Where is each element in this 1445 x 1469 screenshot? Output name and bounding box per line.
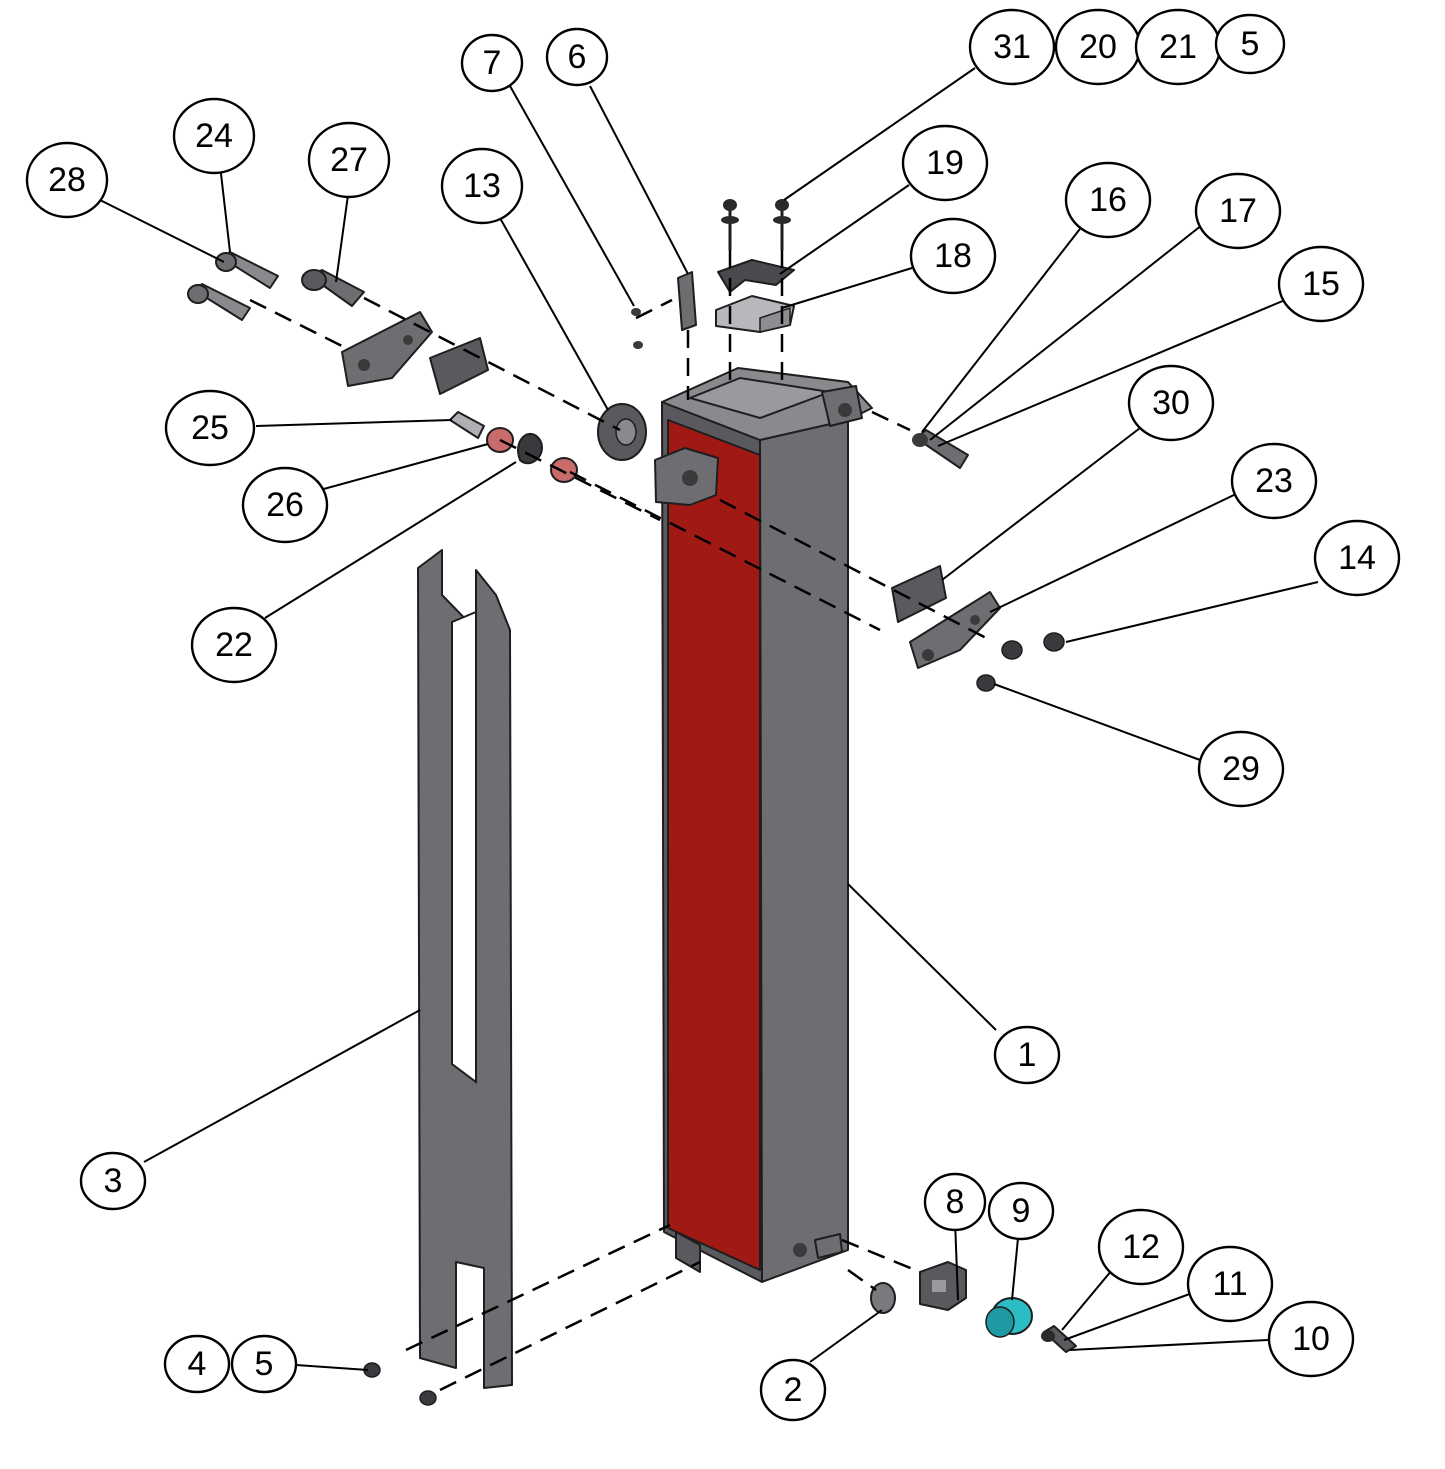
svg-text:4: 4: [188, 1345, 207, 1383]
svg-text:19: 19: [926, 144, 964, 182]
callout-9: 9: [987, 1181, 1055, 1241]
slotted-side-bar: [417, 549, 513, 1389]
svg-text:26: 26: [266, 486, 304, 524]
bolt-28: [187, 283, 251, 321]
svg-text:13: 13: [463, 167, 501, 205]
svg-text:17: 17: [1219, 192, 1257, 230]
svg-text:5: 5: [1241, 25, 1260, 63]
callout-7: 7: [460, 33, 524, 93]
svg-text:20: 20: [1079, 28, 1117, 66]
right-pad-plate-30: [891, 565, 947, 623]
svg-text:10: 10: [1292, 1320, 1330, 1358]
callout-27: 27: [307, 121, 391, 199]
main-column: [654, 367, 873, 1283]
callout-11: 11: [1186, 1245, 1274, 1323]
right-bracket-plate-23: [909, 591, 1001, 669]
callout-2: 2: [759, 1358, 827, 1422]
svg-text:9: 9: [1012, 1192, 1031, 1230]
svg-text:15: 15: [1302, 265, 1340, 303]
svg-text:27: 27: [330, 141, 368, 179]
svg-text:3: 3: [104, 1162, 123, 1200]
small-bar-6: [677, 271, 697, 331]
callout-21: 21: [1134, 8, 1222, 86]
callout-26: 26: [241, 466, 329, 544]
bolt-15-16-17: [912, 429, 969, 469]
callout-25: 25: [164, 389, 256, 467]
callout-29: 29: [1197, 730, 1285, 808]
roller-9: [985, 1297, 1033, 1338]
callout-30: 30: [1127, 364, 1215, 442]
svg-text:12: 12: [1122, 1228, 1160, 1266]
nuts-4-5: [363, 1362, 437, 1406]
left-pad-plate: [429, 337, 489, 395]
bracket-8: [919, 1261, 967, 1311]
callout-23: 23: [1230, 442, 1318, 520]
callout-22: 22: [190, 606, 278, 684]
callout-3: 3: [79, 1151, 147, 1211]
svg-text:18: 18: [934, 237, 972, 275]
hook-22: [517, 432, 543, 465]
gear-13: [597, 403, 647, 461]
nuts-14: [1001, 632, 1065, 660]
callout-4: 4: [163, 1334, 231, 1394]
svg-text:5: 5: [255, 1345, 274, 1383]
leader-lines: [99, 67, 1319, 1371]
svg-text:25: 25: [191, 409, 229, 447]
svg-text:11: 11: [1212, 1265, 1247, 1303]
svg-text:21: 21: [1159, 28, 1197, 66]
bolt-27: [301, 269, 365, 307]
callout-18: 18: [909, 217, 997, 295]
callout-15: 15: [1277, 245, 1365, 323]
callout-28: 28: [25, 141, 109, 219]
callout-16: 16: [1064, 161, 1152, 239]
bolt-24: [215, 251, 279, 289]
nut-29: [976, 674, 996, 692]
svg-text:24: 24: [195, 117, 233, 155]
callout-14: 14: [1313, 519, 1401, 597]
svg-text:30: 30: [1152, 384, 1190, 422]
svg-text:16: 16: [1089, 181, 1127, 219]
callout-1: 1: [993, 1025, 1061, 1085]
callout-10: 10: [1267, 1300, 1355, 1378]
callout-12: 12: [1097, 1208, 1185, 1286]
svg-text:2: 2: [784, 1371, 803, 1409]
callout-5-bottom: 5: [230, 1334, 298, 1394]
callout-19: 19: [901, 124, 989, 202]
svg-text:8: 8: [946, 1183, 965, 1221]
svg-text:29: 29: [1222, 750, 1260, 788]
callout-13: 13: [440, 147, 524, 225]
svg-text:1: 1: [1018, 1036, 1037, 1074]
svg-text:6: 6: [568, 38, 587, 76]
callout-17: 17: [1194, 172, 1282, 250]
bolt-10-11-12: [1041, 1325, 1077, 1353]
callout-5-top: 5: [1214, 13, 1286, 75]
svg-text:23: 23: [1255, 462, 1293, 500]
callout-24: 24: [172, 97, 256, 175]
small-screws-7: [631, 308, 643, 349]
svg-text:28: 28: [48, 161, 86, 199]
callout-31: 31: [968, 8, 1056, 86]
svg-text:31: 31: [993, 28, 1031, 66]
callout-6: 6: [545, 27, 609, 87]
callout-8: 8: [923, 1172, 987, 1232]
callout-20: 20: [1054, 8, 1142, 86]
top-block-18: [715, 295, 795, 333]
pin-25: [449, 411, 485, 439]
assembly-axes: [249, 250, 991, 1392]
cap-2: [870, 1282, 896, 1314]
svg-text:7: 7: [483, 44, 502, 82]
svg-text:14: 14: [1338, 539, 1376, 577]
svg-text:22: 22: [215, 626, 253, 664]
left-bracket-plate: [341, 311, 433, 387]
top-bolts-31: [721, 199, 791, 250]
